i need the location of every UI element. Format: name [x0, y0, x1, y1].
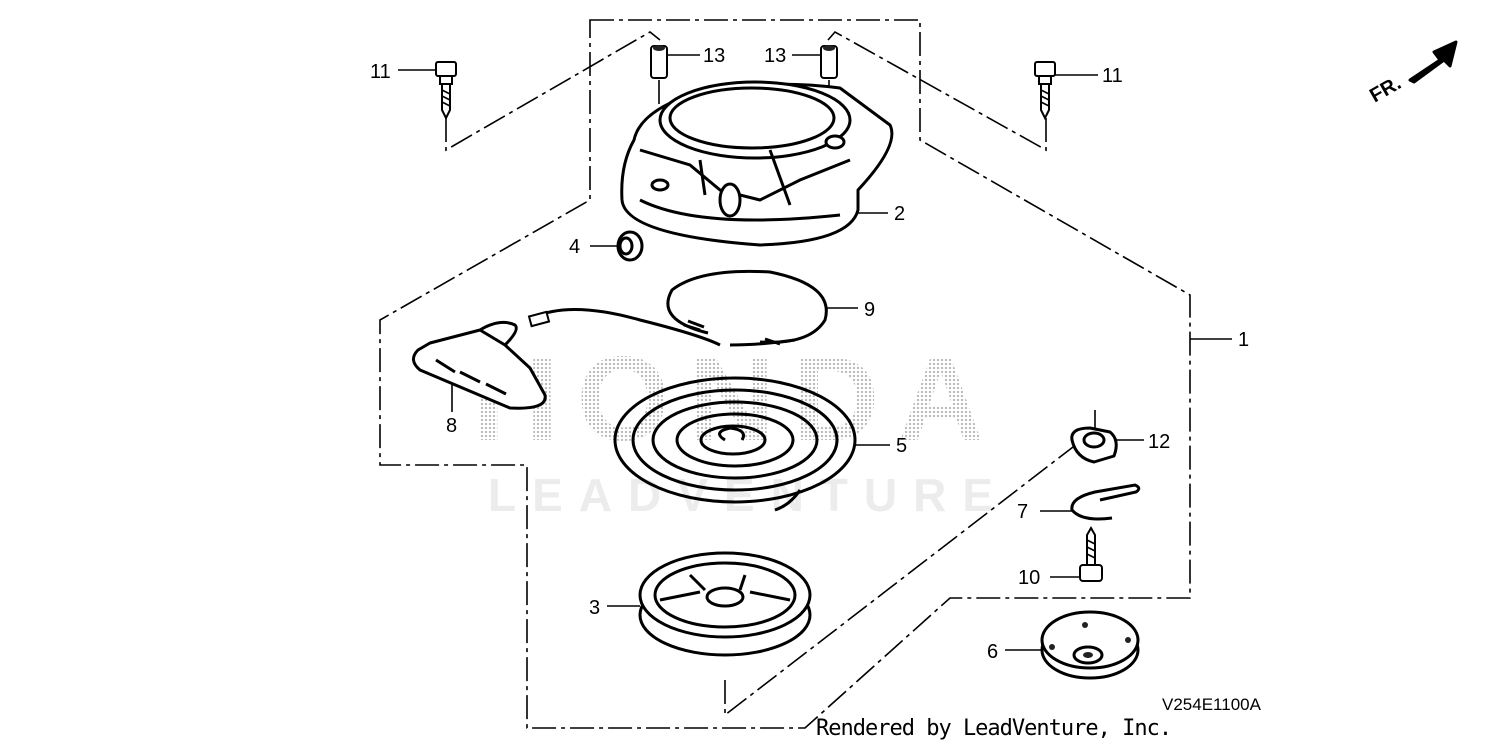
render-credit: Rendered by LeadVenture, Inc. [816, 716, 1172, 741]
screw-line-left [445, 31, 661, 152]
callout-13a: 13 [703, 45, 725, 67]
watermark-brand: HONDA [472, 332, 1002, 466]
bolt-right-part [1034, 61, 1056, 121]
callout-2: 2 [894, 203, 905, 225]
reel-pulley-part [638, 551, 812, 657]
callout-12: 12 [1148, 431, 1170, 453]
spacer-right-part [820, 45, 838, 79]
callout-11a: 11 [370, 61, 391, 83]
spacer-left-part [650, 45, 668, 79]
clip-part [1070, 483, 1141, 521]
callout-11b: 11 [1102, 65, 1123, 87]
callout-5: 5 [896, 435, 907, 457]
pawl-part [1070, 426, 1118, 464]
callout-13b: 13 [764, 45, 786, 67]
direction-arrow: FR. [1366, 40, 1458, 107]
bolt-left-part [435, 61, 457, 121]
screw-line-right [827, 30, 1047, 152]
callout-1: 1 [1238, 329, 1249, 351]
diagram-code: V254E1100A [1162, 695, 1261, 714]
callout-4: 4 [569, 236, 580, 258]
callout-8: 8 [446, 415, 457, 437]
starter-pulley-part [1040, 610, 1140, 680]
direction-mark: FR. [1366, 72, 1405, 107]
callout-6: 6 [987, 641, 998, 663]
grommet-part [616, 230, 644, 262]
recoil-spring-part [613, 376, 857, 512]
starter-handle-part [412, 307, 796, 410]
callout-9: 9 [864, 299, 875, 321]
recoil-cover-part [620, 80, 894, 247]
center-axis-line [724, 429, 1096, 717]
callout-7: 7 [1017, 501, 1028, 523]
assembly-outline [379, 19, 1191, 729]
callout-10: 10 [1018, 567, 1040, 589]
screw-part [1079, 525, 1103, 582]
callout-3: 3 [589, 597, 600, 619]
